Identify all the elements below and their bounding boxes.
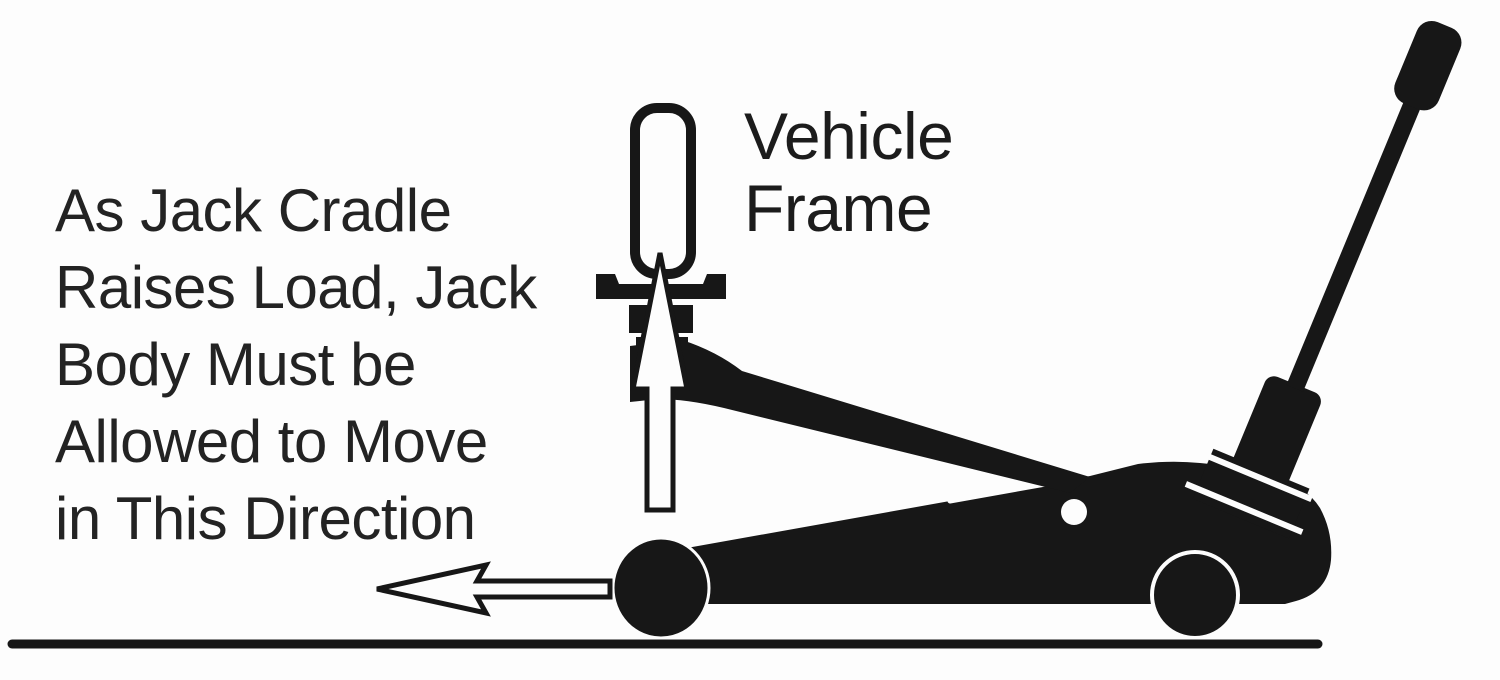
collar-seam-lower xyxy=(1184,481,1304,535)
annotation-line: Allowed to Move xyxy=(55,408,488,475)
handle-shaft xyxy=(1286,100,1421,392)
up-arrow-icon xyxy=(629,252,691,513)
rear-caster-wheel xyxy=(1150,550,1240,640)
jack-handle-group xyxy=(1184,20,1462,539)
lift-arm xyxy=(630,340,1090,493)
vehicle-frame-label-line: Frame xyxy=(744,171,933,245)
annotation-line: Body Must be xyxy=(55,331,416,398)
vehicle-frame-icon xyxy=(630,103,696,279)
front-wheel xyxy=(611,536,711,640)
vehicle-frame-label-line: Vehicle xyxy=(744,99,954,173)
collar-seam-upper xyxy=(1201,451,1313,502)
handle-socket xyxy=(1232,376,1321,488)
pivot-hole xyxy=(1061,499,1087,525)
handle-grip xyxy=(1394,20,1462,111)
handle-collar xyxy=(1192,448,1310,539)
annotation-line: As Jack Cradle xyxy=(55,177,452,244)
annotation-text: As Jack Cradle Raises Load, Jack Body Mu… xyxy=(55,172,537,557)
annotation-line: in This Direction xyxy=(55,485,476,552)
annotation-line: Raises Load, Jack xyxy=(55,254,537,321)
left-arrow-icon xyxy=(376,561,613,617)
vehicle-frame-label: Vehicle Frame xyxy=(744,99,954,245)
